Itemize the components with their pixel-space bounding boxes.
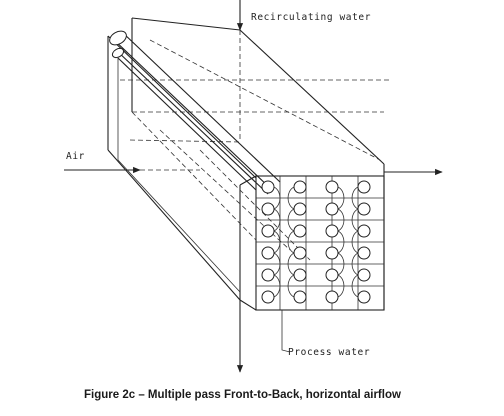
tube-end-r3-c2 xyxy=(293,224,307,238)
return-bend-r4-c2 xyxy=(287,252,295,276)
tube-end-r2-c3 xyxy=(325,202,339,216)
tube-end-r6-c1 xyxy=(261,290,275,304)
return-bend-r3-c4 xyxy=(351,230,359,254)
return-bend-r5-c2 xyxy=(287,274,295,298)
spray-header xyxy=(109,30,281,195)
tube-end-r4-c2 xyxy=(293,246,307,260)
tube-end-r6-c3 xyxy=(325,290,339,304)
tube-grid xyxy=(261,180,371,304)
return-bend-r3-c2 xyxy=(287,230,295,254)
return-bend-r3-c1 xyxy=(273,230,281,254)
unit-body xyxy=(107,17,385,311)
tube-end-r3-c4 xyxy=(357,224,371,238)
process-water-flow: Process water xyxy=(236,300,370,373)
tube-end-r4-c3 xyxy=(325,246,339,260)
return-bend-r2-c2 xyxy=(287,208,295,232)
tube-end-r5-c1 xyxy=(261,268,275,282)
air-flow: Air xyxy=(64,151,443,176)
tube-end-r3-c1 xyxy=(261,224,275,238)
return-bend-r1-c1 xyxy=(273,186,281,210)
tube-end-r4-c1 xyxy=(261,246,275,260)
process-water-label: Process water xyxy=(288,347,370,358)
return-bend-r2-c1 xyxy=(273,208,281,232)
return-bend-r4-c4 xyxy=(351,252,359,276)
return-bend-r4-c1 xyxy=(273,252,281,276)
tube-end-r6-c2 xyxy=(293,290,307,304)
tube-end-r6-c4 xyxy=(357,290,371,304)
return-bend-r3-c3 xyxy=(337,230,345,254)
return-bend-r2-c3 xyxy=(337,208,345,232)
hidden-edges xyxy=(120,30,390,261)
return-bend-r1-c4 xyxy=(351,186,359,210)
tube-end-r2-c4 xyxy=(357,202,371,216)
tube-end-r2-c1 xyxy=(261,202,275,216)
figure-caption: Figure 2c – Multiple pass Front-to-Back,… xyxy=(84,389,401,401)
return-bend-r5-c4 xyxy=(351,274,359,298)
tube-end-r2-c2 xyxy=(293,202,307,216)
return-bend-r5-c1 xyxy=(273,274,281,298)
tube-end-r5-c2 xyxy=(293,268,307,282)
tube-end-r1-c2 xyxy=(293,180,307,194)
tube-end-r1-c1 xyxy=(261,180,275,194)
return-bend-r1-c2 xyxy=(287,186,295,210)
tube-end-r5-c3 xyxy=(325,268,339,282)
recirculating-water-label: Recirculating water xyxy=(251,12,371,23)
tube-end-r1-c4 xyxy=(357,180,371,194)
return-bend-r2-c4 xyxy=(351,208,359,232)
return-bend-r4-c3 xyxy=(337,252,345,276)
tube-end-r1-c3 xyxy=(325,180,339,194)
return-bend-r1-c3 xyxy=(337,186,345,210)
air-label: Air xyxy=(66,151,85,162)
recirculating-water-flow: Recirculating water xyxy=(236,0,371,31)
tube-end-r4-c4 xyxy=(357,246,371,260)
tube-end-r5-c4 xyxy=(357,268,371,282)
return-bend-r5-c3 xyxy=(337,274,345,298)
tube-end-r3-c3 xyxy=(325,224,339,238)
